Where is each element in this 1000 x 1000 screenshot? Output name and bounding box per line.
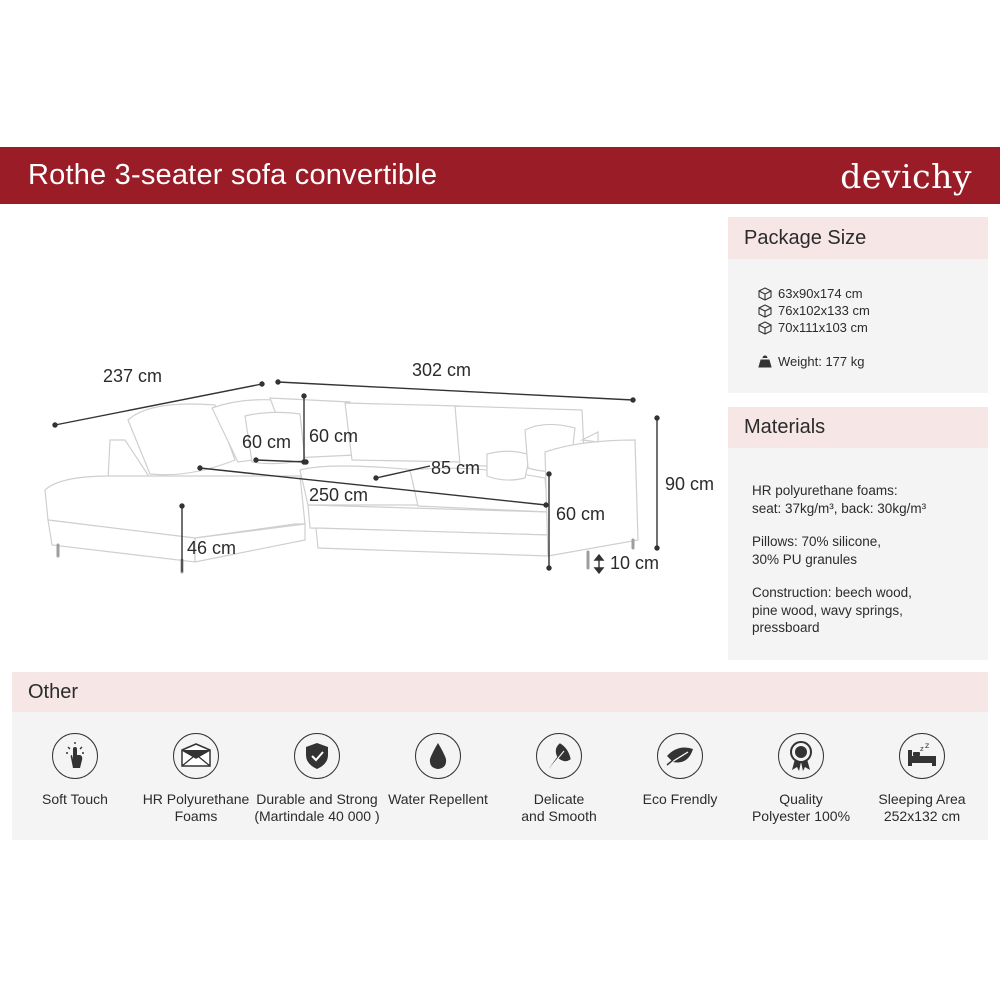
materials-foam-line1: HR polyurethane foams: [752,483,898,498]
shield-icon [294,733,340,779]
dimension-seat-depth: 85 cm [431,458,481,478]
feature-soft-touch: Soft Touch [5,733,145,808]
feature-delicate: Delicate and Smooth [489,733,629,825]
package-box-2: 76x102x133 cm [758,303,870,318]
feather-icon [536,733,582,779]
materials-pillows: Pillows: 70% silicone, 30% PU granules [752,533,881,568]
feature-delicate-label: Delicate and Smooth [521,791,597,824]
weight-icon [758,355,772,367]
package-box-1-size: 63x90x174 cm [778,286,863,301]
materials-foam-line2: seat: 37kg/m³, back: 30kg/m³ [752,500,927,516]
materials-construction-line2: pine wood, wavy springs, [752,602,903,618]
package-box-3: 70x111x103 cm [758,320,868,335]
brand-logo: devichy [840,157,972,196]
box-icon [758,286,772,301]
materials-construction: Construction: beech wood, pine wood, wav… [752,584,912,637]
feature-quality-label: Quality Polyester 100% [751,791,851,824]
dimension-seat-width: 250 cm [309,485,369,505]
feature-eco-label: Eco Frendly [642,791,718,807]
feature-hr-foam-label: HR Polyurethane Foams [142,791,250,824]
materials-construction-line1: Construction: beech wood, [752,585,912,600]
water-drop-icon [415,733,461,779]
dimension-arm-height: 60 cm [556,504,606,524]
box-icon [758,303,772,318]
feature-durable: Durable and Strong (Martindale 40 000 ) [247,733,387,825]
dimension-height: 90 cm [665,474,715,494]
dimension-pillow-height: 60 cm [309,426,359,446]
box-icon [758,320,772,335]
dimension-depth-long: 237 cm [103,366,163,386]
materials-construction-line3: pressboard [752,620,820,635]
touch-icon [52,733,98,779]
feature-hr-foam: HR Polyurethane Foams [126,733,266,825]
materials-panel: HR polyurethane foams: seat: 37kg/m³, ba… [728,448,988,660]
package-box-3-size: 70x111x103 cm [778,320,868,335]
feature-sleeping-area-label: Sleeping Area 252x132 cm [878,791,966,824]
quality-badge-icon [778,733,824,779]
package-size-panel: 63x90x174 cm 76x102x133 cm 70x111x103 cm… [728,259,988,393]
feature-soft-touch-label: Soft Touch [42,791,108,807]
svg-text:z: z [920,745,924,753]
other-panel [12,712,988,840]
product-title: Rothe 3-seater sofa convertible [28,159,438,191]
dimension-leg-height: 10 cm [610,553,660,573]
svg-text:z: z [925,742,929,750]
feature-water-repellent-label: Water Repellent [388,791,488,807]
materials-pillows-line2: 30% PU granules [752,551,858,567]
leaf-icon [657,733,703,779]
dimension-width: 302 cm [412,360,472,380]
package-weight-text: Weight: 177 kg [778,354,865,369]
feature-eco: Eco Frendly [610,733,750,808]
feature-quality: Quality Polyester 100% [731,733,871,825]
other-heading: Other [12,672,988,712]
title-banner: Rothe 3-seater sofa convertible devichy [0,147,1000,204]
feature-water-repellent: Water Repellent [368,733,508,808]
materials-heading: Materials [728,407,988,448]
materials-foam: HR polyurethane foams: seat: 37kg/m³, ba… [752,482,926,517]
foam-icon [173,733,219,779]
package-size-heading: Package Size [728,217,988,259]
dimension-pillow-width: 60 cm [242,432,292,452]
dimension-seat-height: 46 cm [187,538,237,558]
package-box-2-size: 76x102x133 cm [778,303,870,318]
package-box-1: 63x90x174 cm [758,286,863,301]
materials-pillows-line1: Pillows: 70% silicone, [752,534,882,549]
feature-durable-label: Durable and Strong (Martindale 40 000 ) [254,791,380,824]
package-weight: Weight: 177 kg [758,354,864,369]
